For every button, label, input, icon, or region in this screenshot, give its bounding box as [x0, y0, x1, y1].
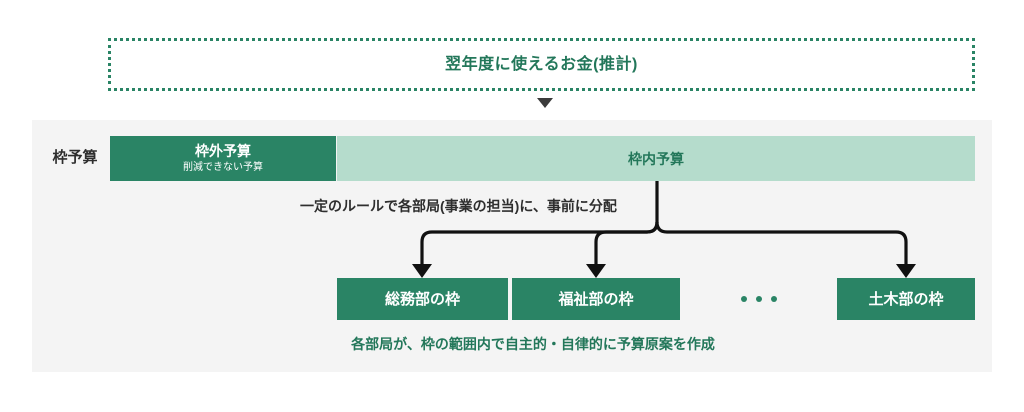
ellipsis-dot	[741, 296, 747, 302]
department-box-civil-engineering: 土木部の枠	[837, 278, 975, 320]
department-box-general-affairs: 総務部の枠	[337, 278, 508, 320]
bar-segment-inside-title: 枠内予算	[628, 150, 684, 167]
bottom-caption-wrapper: 各部局が、枠の範囲内で自主的・自律的に予算原案を作成	[0, 337, 1024, 351]
ellipsis-dot	[756, 296, 762, 302]
ellipsis-icon	[741, 293, 777, 305]
bar-segment-outside-subtitle: 削減できない予算	[183, 161, 263, 173]
bottom-caption: 各部局が、枠の範囲内で自主的・自律的に予算原案を作成	[351, 336, 715, 352]
estimate-label: 翌年度に使えるお金(推計)	[445, 55, 638, 73]
ellipsis-dot	[771, 296, 777, 302]
department-label: 福祉部の枠	[558, 290, 634, 308]
bar-segment-inside-budget: 枠内予算	[337, 136, 975, 181]
bar-segment-outside-title: 枠外予算	[195, 143, 251, 160]
down-caret-icon	[537, 98, 553, 108]
department-label: 土木部の枠	[868, 290, 944, 308]
estimate-box: 翌年度に使えるお金(推計)	[108, 38, 975, 91]
department-box-welfare: 福祉部の枠	[512, 278, 680, 320]
bar-segment-outside-budget: 枠外予算 削減できない予算	[110, 136, 336, 181]
distribution-note: 一定のルールで各部局(事業の担当)に、事前に分配	[300, 198, 617, 214]
budget-bar-row-label: 枠予算	[52, 149, 98, 166]
department-label: 総務部の枠	[384, 290, 460, 308]
